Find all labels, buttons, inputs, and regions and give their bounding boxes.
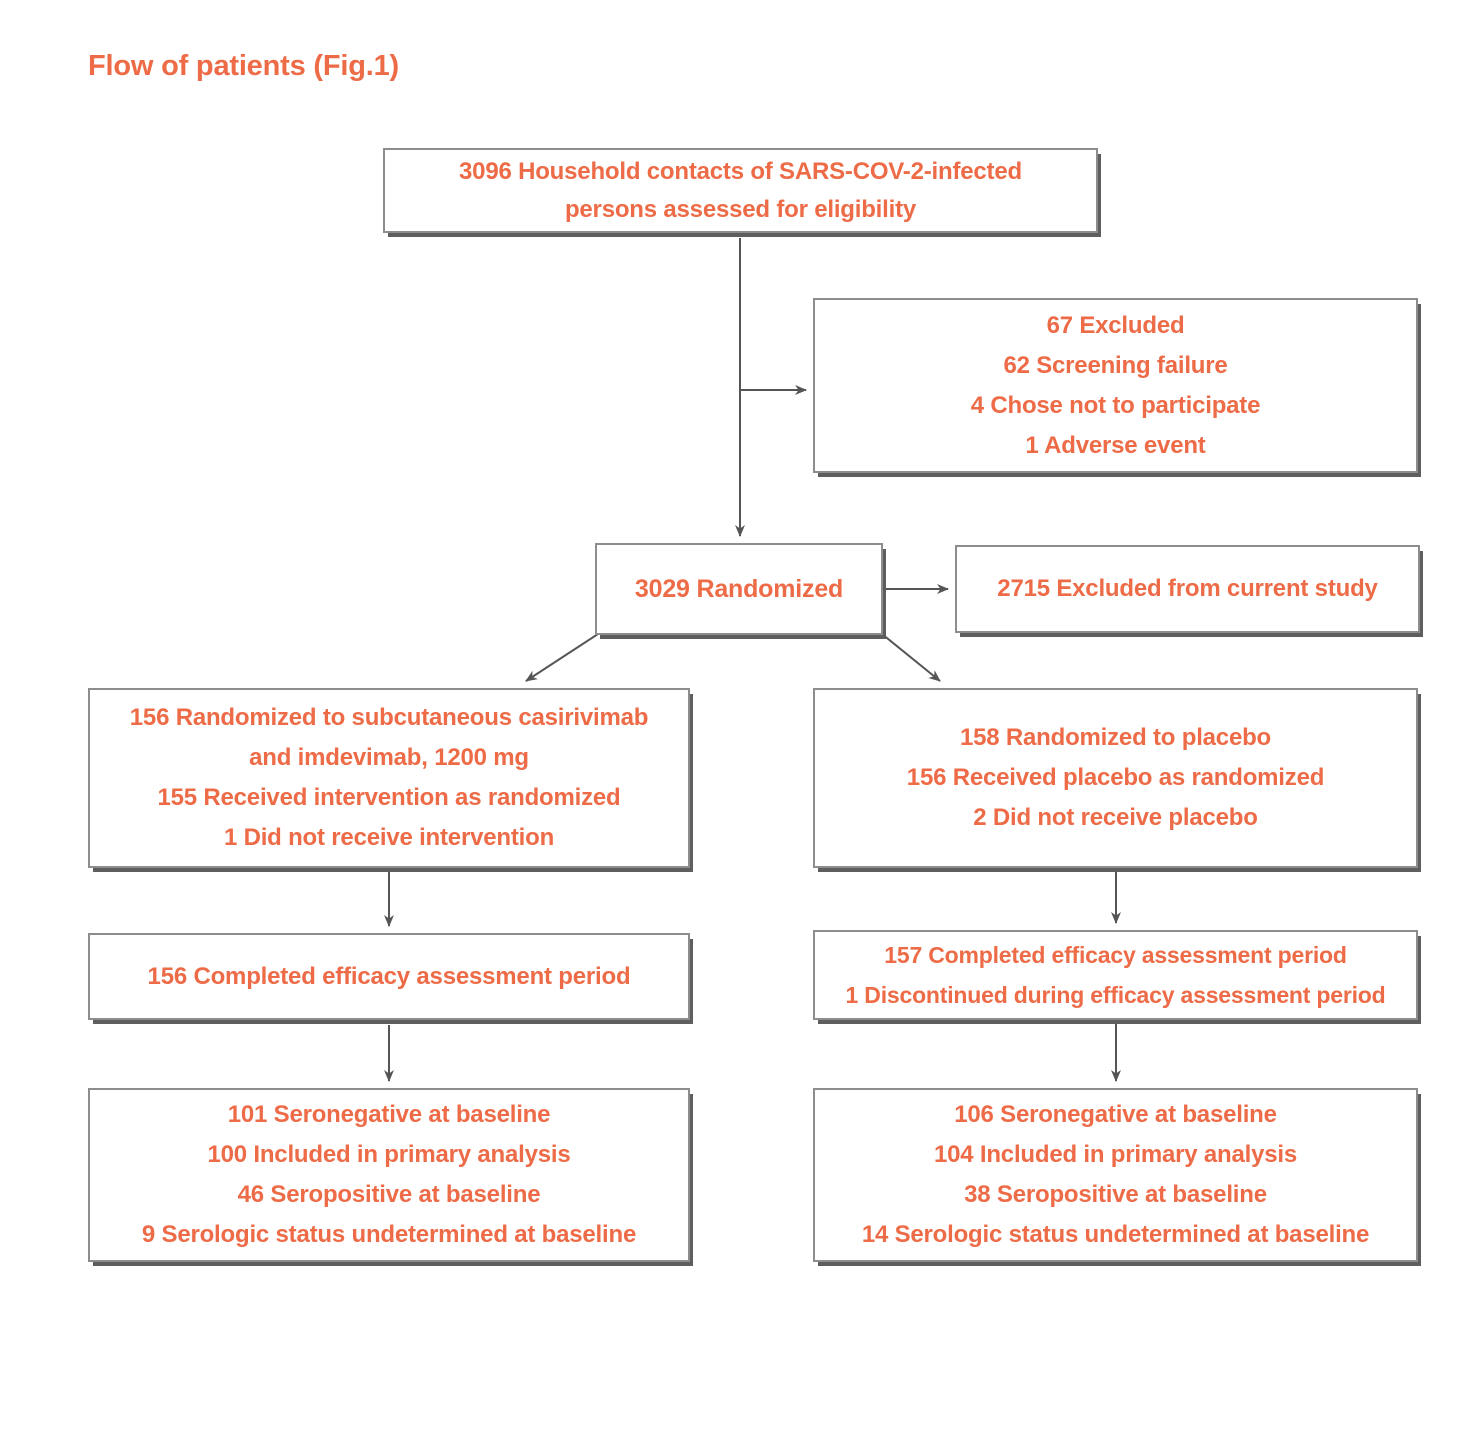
box-serology-right: 106 Seronegative at baseline 104 Include… [813,1088,1418,1262]
box-excluded-from-current-study: 2715 Excluded from current study [955,545,1420,633]
box-excluded: 67 Excluded 62 Screening failure 4 Chose… [813,298,1418,473]
page-title: Flow of patients (Fig.1) [88,50,399,82]
box-text-line: 156 Completed efficacy assessment period [147,962,631,990]
box-text-line: 100 Included in primary analysis [207,1141,571,1168]
box-text-line: 62 Screening failure [1003,351,1228,379]
box-text-line: 3029 Randomized [634,575,844,603]
box-completed-efficacy-right: 157 Completed efficacy assessment period… [813,930,1418,1020]
box-text-line: and imdevimab, 1200 mg [249,744,529,771]
box-eligibility: 3096 Household contacts of SARS-COV-2-in… [383,148,1098,233]
box-text-line: 4 Chose not to participate [970,391,1261,419]
box-text-line: 38 Seropositive at baseline [964,1181,1267,1208]
box-placebo-group: 158 Randomized to placebo 156 Received p… [813,688,1418,868]
box-text-line: 14 Serologic status undetermined at base… [861,1221,1370,1248]
box-text-line: 9 Serologic status undetermined at basel… [141,1221,637,1248]
box-text-line: 46 Seropositive at baseline [237,1181,541,1208]
box-text-line: 104 Included in primary analysis [933,1141,1298,1168]
box-text-line: 158 Randomized to placebo [959,724,1272,751]
box-text-line: 157 Completed efficacy assessment period [884,942,1347,968]
box-text-line: persons assessed for eligibility [564,195,917,223]
box-text-line: 3096 Household contacts of SARS-COV-2-in… [459,157,1022,185]
box-text-line: 1 Discontinued during efficacy assessmen… [845,982,1386,1008]
box-casirivimab-group: 156 Randomized to subcutaneous casirivim… [88,688,690,868]
box-text-line: 2 Did not receive placebo [973,804,1258,831]
box-completed-efficacy-left: 156 Completed efficacy assessment period [88,933,690,1020]
box-text-line: 156 Received placebo as randomized [906,764,1325,791]
arrow-randomized-to-placebo [881,633,941,682]
box-text-line: 2715 Excluded from current study [997,575,1378,602]
box-randomized: 3029 Randomized [595,543,883,635]
box-text-line: 155 Received intervention as randomized [157,784,621,811]
box-text-line: 1 Did not receive intervention [223,824,555,851]
box-serology-left: 101 Seronegative at baseline 100 Include… [88,1088,690,1262]
box-text-line: 1 Adverse event [1025,431,1206,459]
box-text-line: 156 Randomized to subcutaneous casirivim… [129,704,649,731]
box-text-line: 106 Seronegative at baseline [954,1101,1277,1128]
box-text-line: 67 Excluded [1046,311,1185,339]
box-text-line: 101 Seronegative at baseline [227,1101,551,1128]
arrow-randomized-to-casirivimab [525,633,599,682]
